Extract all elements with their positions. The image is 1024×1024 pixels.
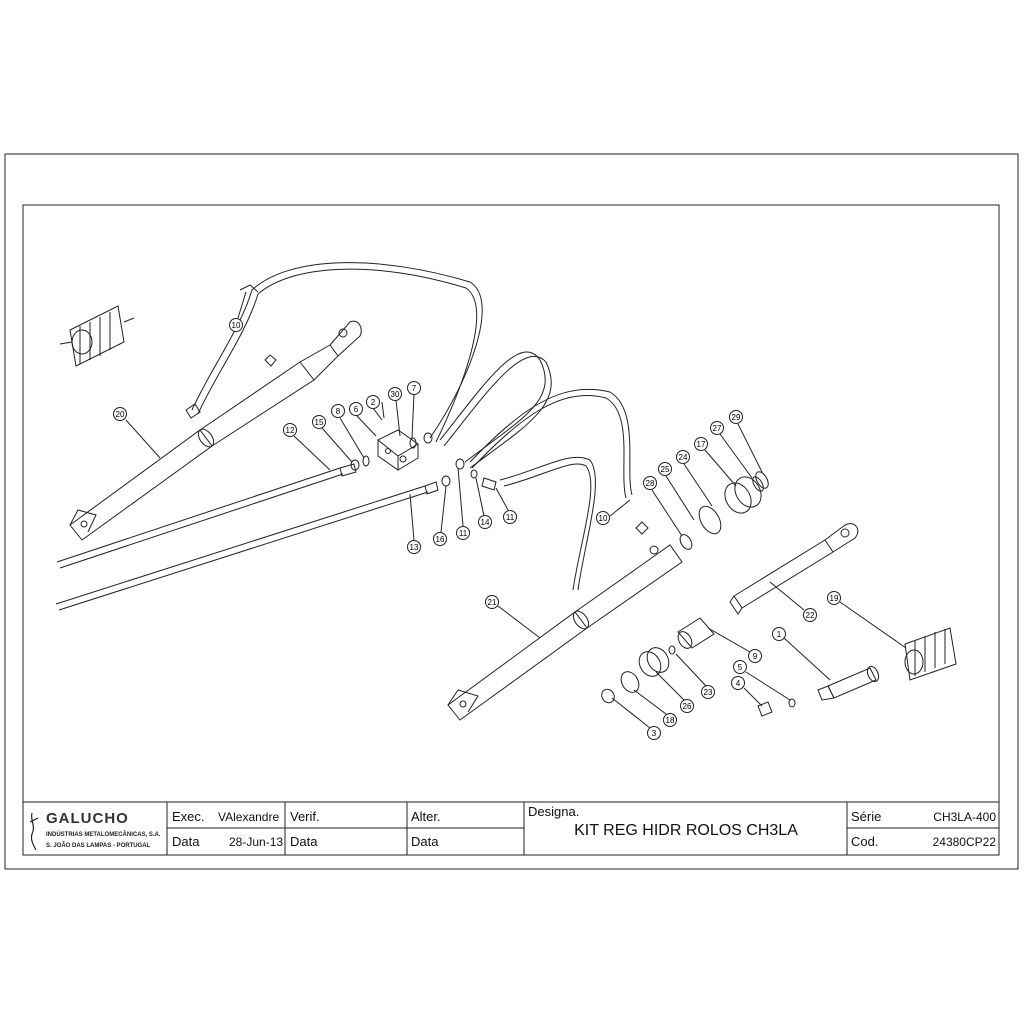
- callout-17: 17: [694, 437, 737, 487]
- svg-text:10: 10: [232, 321, 241, 330]
- piston-rod-22: [729, 523, 859, 615]
- logo-figure-icon: [29, 812, 39, 851]
- callout-4: 4: [731, 676, 763, 707]
- drawing-title: KIT REG HIDR ROLOS CH3LA: [574, 822, 798, 839]
- svg-text:15: 15: [315, 418, 324, 427]
- valve-block-30: [377, 429, 419, 471]
- callout-16: 16: [433, 485, 447, 546]
- callout-15: 15: [312, 415, 353, 463]
- callout-1: 1: [772, 627, 831, 681]
- callout-14: 14: [475, 477, 492, 529]
- data-label-2: Data: [290, 834, 318, 849]
- callout-3: 3: [611, 697, 661, 740]
- callout-20: 20: [113, 407, 161, 459]
- svg-text:28: 28: [646, 479, 655, 488]
- seal-kit: [679, 471, 769, 550]
- outer-frame: [4, 153, 1019, 870]
- data-label-1: Data: [172, 834, 200, 849]
- callout-24: 24: [676, 450, 713, 507]
- callout-9: 9: [707, 627, 762, 663]
- cylinder-21: [447, 521, 683, 721]
- callout-13: 13: [407, 493, 421, 554]
- pin-bolt-washer: [757, 665, 880, 717]
- callout-29: 29: [729, 410, 763, 473]
- svg-text:29: 29: [732, 413, 741, 422]
- data-label-3: Data: [411, 834, 439, 849]
- exec-value: VAlexandre: [218, 810, 279, 824]
- logo-name: GALUCHO: [46, 810, 129, 827]
- svg-text:11: 11: [459, 529, 468, 538]
- callout-23: 23: [675, 653, 715, 699]
- callout-12: 12: [283, 423, 331, 471]
- svg-text:12: 12: [286, 426, 295, 435]
- svg-text:14: 14: [481, 518, 490, 527]
- svg-text:9: 9: [753, 652, 758, 661]
- callout-30: 30: [388, 387, 402, 437]
- svg-text:19: 19: [830, 594, 839, 603]
- callout-8: 8: [331, 404, 365, 459]
- svg-text:27: 27: [713, 424, 722, 433]
- callout-11-a: 11: [456, 467, 470, 540]
- svg-text:3: 3: [652, 729, 657, 738]
- callout-18: 18: [633, 689, 677, 727]
- roller-bracket-19: [904, 627, 957, 681]
- callout-2: 2: [366, 395, 383, 421]
- svg-text:10: 10: [599, 514, 608, 523]
- callout-10-right: 10: [596, 499, 631, 525]
- callout-19: 19: [827, 591, 907, 649]
- svg-text:26: 26: [683, 702, 692, 711]
- svg-text:13: 13: [410, 543, 419, 552]
- logo-line1: INDÚSTRIAS METALOMECÂNICAS, S.A.: [46, 831, 161, 838]
- logo-line2: S. JOÃO DAS LAMPAS - PORTUGAL: [46, 842, 151, 849]
- inner-frame: [22, 204, 1000, 856]
- alter-label: Alter.: [411, 809, 441, 824]
- callouts: 1 2 3 4 5 6 7 8 9 10 10 11 11 12 13 14 1…: [113, 291, 907, 740]
- callout-7: 7: [407, 381, 421, 439]
- callout-5: 5: [733, 660, 791, 701]
- callout-26: 26: [655, 671, 694, 713]
- verif-label: Verif.: [290, 809, 320, 824]
- serie-label: Série: [851, 809, 881, 824]
- svg-text:5: 5: [738, 663, 743, 672]
- exploded-assembly-drawing: [55, 262, 957, 721]
- designa-label: Designa.: [528, 804, 579, 819]
- svg-text:16: 16: [436, 535, 445, 544]
- svg-text:6: 6: [354, 405, 359, 414]
- exec-label: Exec.: [172, 809, 205, 824]
- loose-parts: [601, 617, 715, 704]
- company-logo: GALUCHO INDÚSTRIAS METALOMECÂNICAS, S.A.…: [29, 810, 161, 851]
- callout-6: 6: [349, 402, 377, 437]
- callout-27: 27: [710, 421, 753, 479]
- svg-text:20: 20: [116, 410, 125, 419]
- svg-text:7: 7: [412, 384, 417, 393]
- cylinder-20: [69, 320, 362, 541]
- serie-value: CH3LA-400: [933, 810, 996, 824]
- callout-11-b: 11: [495, 487, 517, 524]
- callout-25: 25: [658, 462, 695, 521]
- hydraulic-hoses: [55, 262, 633, 611]
- cod-label: Cod.: [851, 834, 878, 849]
- svg-text:30: 30: [391, 390, 400, 399]
- data-value-1: 28-Jun-13: [229, 835, 283, 849]
- callout-21: 21: [485, 595, 541, 639]
- svg-text:24: 24: [679, 453, 688, 462]
- callout-28: 28: [643, 476, 683, 537]
- svg-text:8: 8: [336, 407, 341, 416]
- svg-text:23: 23: [704, 688, 713, 697]
- callout-10-left: 10: [229, 291, 247, 332]
- svg-text:11: 11: [506, 513, 515, 522]
- svg-text:1: 1: [777, 630, 782, 639]
- svg-text:18: 18: [666, 716, 675, 725]
- title-block: [22, 801, 1000, 856]
- svg-text:25: 25: [661, 465, 670, 474]
- roller-bracket-top-left: [59, 305, 135, 367]
- svg-text:17: 17: [697, 440, 706, 449]
- callout-22: 22: [769, 581, 817, 622]
- svg-text:22: 22: [806, 611, 815, 620]
- svg-text:2: 2: [371, 398, 376, 407]
- svg-text:21: 21: [488, 598, 497, 607]
- svg-text:4: 4: [736, 679, 741, 688]
- cod-value: 24380CP22: [933, 835, 997, 849]
